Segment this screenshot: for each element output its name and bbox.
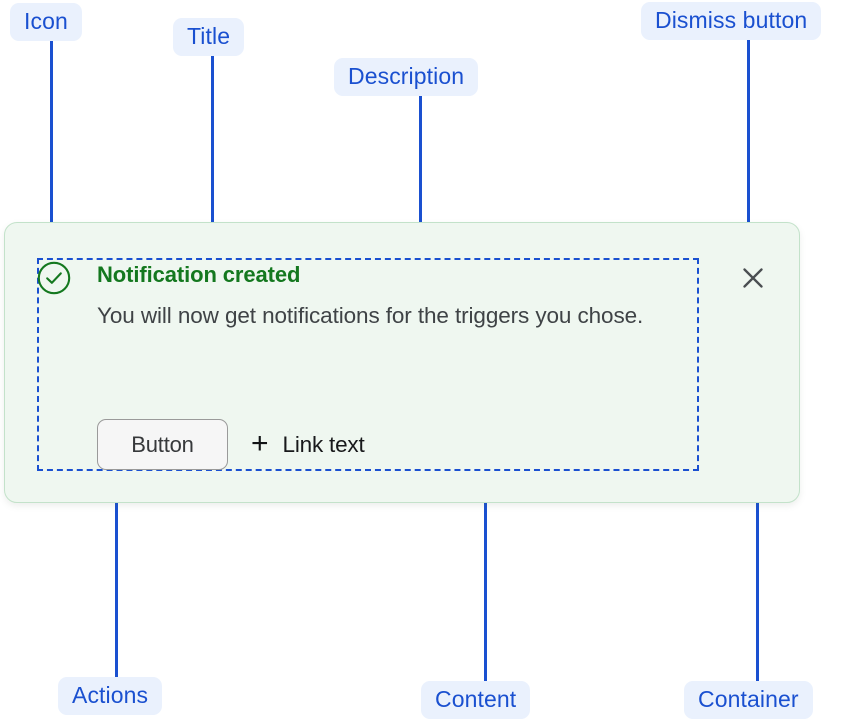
annotation-label-title: Title — [173, 18, 245, 57]
check-circle-icon — [37, 261, 71, 295]
annotation-leader-line-icon — [50, 41, 53, 248]
notification-title: Notification created — [97, 262, 301, 287]
annotation-leader-line-dismiss — [747, 40, 750, 246]
notification-container: Notification created You will now get no… — [4, 222, 800, 503]
annotation-label-container: Container — [684, 681, 813, 720]
primary-action-button[interactable]: Button — [97, 419, 228, 470]
notification-actions: Button + Link text — [97, 419, 365, 470]
dismiss-button[interactable] — [737, 262, 769, 294]
plus-icon: + — [251, 426, 269, 460]
link-action-label: Link text — [282, 431, 365, 457]
annotation-leader-line-title — [211, 56, 214, 264]
annotation-leader-line-description — [419, 96, 422, 302]
annotation-label-description: Description — [334, 58, 479, 97]
close-icon — [737, 268, 769, 297]
annotation-leader-line-content — [484, 470, 487, 681]
annotation-label-content: Content — [421, 681, 531, 720]
link-action[interactable]: + Link text — [251, 426, 365, 460]
annotation-leader-line-container — [756, 470, 759, 681]
notification-content-region — [37, 258, 699, 471]
annotation-leader-line-actions — [115, 470, 118, 677]
notification-description: You will now get notifications for the t… — [97, 303, 644, 328]
annotation-label-icon: Icon — [10, 3, 82, 42]
annotation-label-actions: Actions — [58, 677, 163, 716]
annotation-label-dismiss-button: Dismiss button — [641, 2, 822, 41]
